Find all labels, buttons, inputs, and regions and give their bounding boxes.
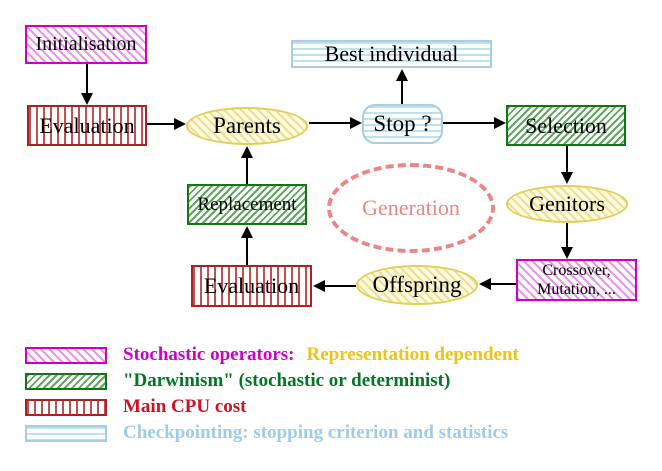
legend-swatch-checkpointing <box>25 425 107 442</box>
crossover-line1: Crossover, <box>542 262 611 279</box>
legend-label-representation-dependent: Representation dependent <box>306 344 519 365</box>
legend-swatch-darwinism <box>25 373 107 390</box>
arrow-line <box>566 146 568 172</box>
arrowhead-down-icon <box>561 247 573 259</box>
node-parents: Parents <box>186 107 308 145</box>
node-evaluation-top-label: Evaluation <box>39 112 135 138</box>
legend-swatch-stochastic-operators <box>25 347 107 364</box>
arrowhead-up-icon <box>241 226 253 238</box>
node-evaluation-bottom: Evaluation <box>191 265 312 307</box>
arrow-line <box>491 283 516 285</box>
arrowhead-down-icon <box>561 172 573 184</box>
crossover-line2: Mutation, ... <box>537 281 616 298</box>
arrow-line <box>401 81 403 104</box>
node-genitors: Genitors <box>506 185 628 223</box>
node-initialisation: Initialisation <box>25 25 147 64</box>
arrowhead-down-icon <box>81 93 93 105</box>
arrow-line <box>86 64 88 93</box>
legend-label-stochastic-operators-text: Stochastic operators: <box>123 344 295 365</box>
arrow-line <box>147 123 174 125</box>
arrowhead-right-icon <box>494 117 506 129</box>
arrow-line <box>246 158 248 184</box>
node-offspring: Offspring <box>356 265 478 305</box>
node-best-individual: Best individual <box>291 40 492 68</box>
node-selection: Selection <box>506 105 626 146</box>
node-parents-label: Parents <box>213 112 281 138</box>
arrow-line <box>566 223 568 247</box>
node-evaluation-bottom-label: Evaluation <box>203 273 300 299</box>
node-offspring-label: Offspring <box>372 271 462 297</box>
node-generation-label: Generation <box>362 195 460 221</box>
legend-label-darwinism: "Darwinism" (stochastic or determinist) <box>123 370 451 391</box>
arrowhead-right-icon <box>174 118 186 130</box>
arrowhead-left-icon <box>313 280 325 292</box>
node-stop: Stop ? <box>362 104 443 144</box>
node-evaluation-top: Evaluation <box>27 105 147 146</box>
node-stop-label: Stop ? <box>373 110 432 136</box>
arrowhead-left-icon <box>479 278 491 290</box>
arrowhead-up-icon <box>241 146 253 158</box>
arrow-line <box>325 285 356 287</box>
node-initialisation-label: Initialisation <box>35 33 137 55</box>
node-generation-loop: Generation <box>327 163 495 253</box>
arrow-line <box>443 122 494 124</box>
node-replacement: Replacement <box>187 184 307 225</box>
node-crossover-mutation: Crossover, Mutation, ... <box>516 259 637 301</box>
legend-label-checkpointing: Checkpointing: stopping criterion and st… <box>123 422 509 443</box>
arrowhead-right-icon <box>350 117 362 129</box>
node-selection-label: Selection <box>525 112 607 138</box>
legend-label-stochastic-operators: Stochastic operators: Representation depe… <box>123 344 519 366</box>
legend-label-main-cpu-cost: Main CPU cost <box>123 396 247 417</box>
arrow-line <box>309 122 350 124</box>
arrowhead-up-icon <box>396 69 408 81</box>
legend-swatch-main-cpu-cost <box>25 399 107 416</box>
node-genitors-label: Genitors <box>529 191 605 217</box>
node-replacement-label: Replacement <box>197 193 297 215</box>
arrow-line <box>246 238 248 265</box>
node-crossover-mutation-label: Crossover, Mutation, ... <box>537 261 616 299</box>
node-best-individual-label: Best individual <box>324 41 459 67</box>
